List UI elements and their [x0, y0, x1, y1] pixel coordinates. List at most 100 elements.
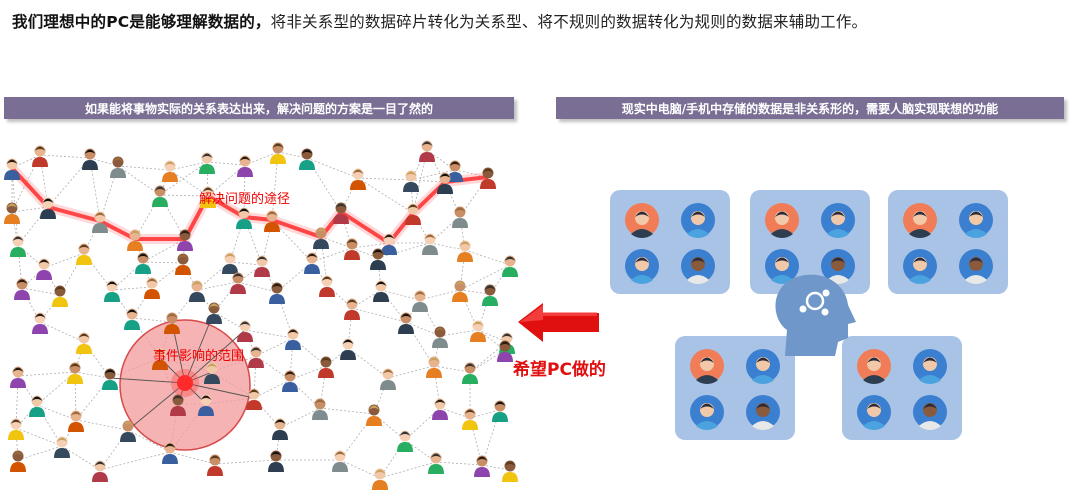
person-avatar — [199, 152, 215, 174]
data-card — [750, 190, 870, 294]
user-avatar-icon — [913, 395, 947, 431]
person-avatar — [92, 460, 108, 482]
person-avatar — [492, 400, 508, 422]
person-avatar — [285, 328, 301, 350]
data-card — [888, 190, 1008, 294]
person-avatar — [237, 320, 253, 342]
person-avatar — [144, 277, 160, 299]
person-avatar — [189, 280, 205, 302]
person-avatar — [268, 450, 284, 472]
person-avatar — [177, 229, 193, 251]
person-avatar — [32, 312, 48, 334]
person-avatar — [313, 227, 329, 249]
person-avatar — [344, 238, 360, 260]
person-avatar — [152, 185, 168, 207]
user-avatar-icon — [821, 249, 855, 285]
person-avatar — [82, 148, 98, 170]
right-banner: 现实中电脑/手机中存储的数据是非关系形的，需要人脑实现联想的功能 — [556, 97, 1064, 119]
person-avatar — [162, 160, 178, 182]
left-banner: 如果能将事物实际的关系表达出来，解决问题的方案是一目了然的 — [4, 97, 514, 119]
person-avatar — [200, 186, 216, 208]
person-avatar — [432, 398, 448, 420]
person-avatar — [124, 308, 140, 330]
person-avatar — [344, 298, 360, 320]
person-avatar — [269, 282, 285, 304]
solution-path-label: 解决问题的途径 — [199, 192, 291, 207]
person-avatar — [470, 320, 486, 342]
event-origin-dot — [177, 375, 193, 391]
person-avatar — [270, 142, 286, 164]
person-avatar — [246, 388, 262, 410]
person-avatar — [432, 326, 448, 348]
user-avatar-icon — [625, 203, 659, 239]
person-avatar — [398, 312, 414, 334]
person-avatar — [102, 368, 118, 390]
person-avatar — [437, 172, 453, 194]
user-avatar-icon — [913, 349, 947, 385]
user-avatar-icon — [681, 249, 715, 285]
person-avatar — [497, 340, 513, 362]
user-avatar-icon — [765, 249, 799, 285]
person-avatar — [405, 203, 421, 225]
left-arrow-icon — [518, 303, 599, 342]
person-avatar — [92, 211, 108, 233]
person-avatar — [170, 394, 186, 416]
person-avatar — [68, 410, 84, 432]
person-avatar — [403, 170, 419, 192]
person-avatar — [204, 362, 220, 384]
person-avatar — [52, 285, 68, 307]
headline-normal: 将非关系型的数据碎片转化为关系型、将不规则的数据转化为规则的数据来辅助工作。 — [270, 13, 868, 31]
person-avatar — [333, 202, 349, 224]
person-avatar — [457, 240, 473, 262]
user-avatar-icon — [857, 349, 891, 385]
person-avatar — [162, 442, 178, 464]
person-avatar — [482, 284, 498, 306]
person-avatar — [198, 394, 214, 416]
user-avatar-icon — [959, 249, 993, 285]
brain-head-icon — [775, 274, 856, 356]
person-avatar — [152, 348, 168, 370]
person-avatar — [304, 252, 320, 274]
headline: 我们理想中的PC是能够理解数据的，将非关系型的数据碎片转化为关系型、将不规则的数… — [12, 10, 867, 32]
person-avatar — [422, 233, 438, 255]
data-card — [675, 336, 795, 440]
person-avatar — [419, 140, 435, 162]
person-avatar — [340, 338, 356, 360]
person-avatar — [8, 418, 24, 440]
person-avatar — [237, 155, 253, 177]
person-avatar — [14, 278, 30, 300]
data-cards — [610, 190, 1008, 440]
person-avatar — [397, 430, 413, 452]
person-avatar — [447, 160, 463, 182]
person-avatar — [462, 408, 478, 430]
person-avatar — [452, 280, 468, 302]
person-avatar — [76, 243, 92, 265]
person-avatar — [54, 436, 70, 458]
person-avatar — [222, 252, 238, 274]
person-avatar — [318, 356, 334, 378]
person-avatar — [29, 395, 45, 417]
person-avatar — [381, 233, 397, 255]
person-avatar — [36, 258, 52, 280]
person-avatar — [76, 332, 92, 354]
person-avatar — [380, 368, 396, 390]
person-avatar — [282, 370, 298, 392]
person-avatar — [67, 362, 83, 384]
person-avatar — [110, 156, 126, 178]
person-avatar — [366, 404, 382, 426]
person-avatar — [206, 302, 222, 324]
user-avatar-icon — [690, 349, 724, 385]
person-avatar — [264, 210, 280, 232]
person-avatar — [248, 346, 264, 368]
person-avatar — [428, 452, 444, 474]
person-avatar — [104, 280, 120, 302]
person-avatar — [10, 235, 26, 257]
user-avatar-icon — [903, 203, 937, 239]
person-avatar — [370, 248, 386, 270]
user-avatar-icon — [903, 249, 937, 285]
person-avatar — [502, 460, 518, 482]
person-avatar — [10, 366, 26, 388]
user-avatar-icon — [681, 203, 715, 239]
person-avatar — [272, 418, 288, 440]
